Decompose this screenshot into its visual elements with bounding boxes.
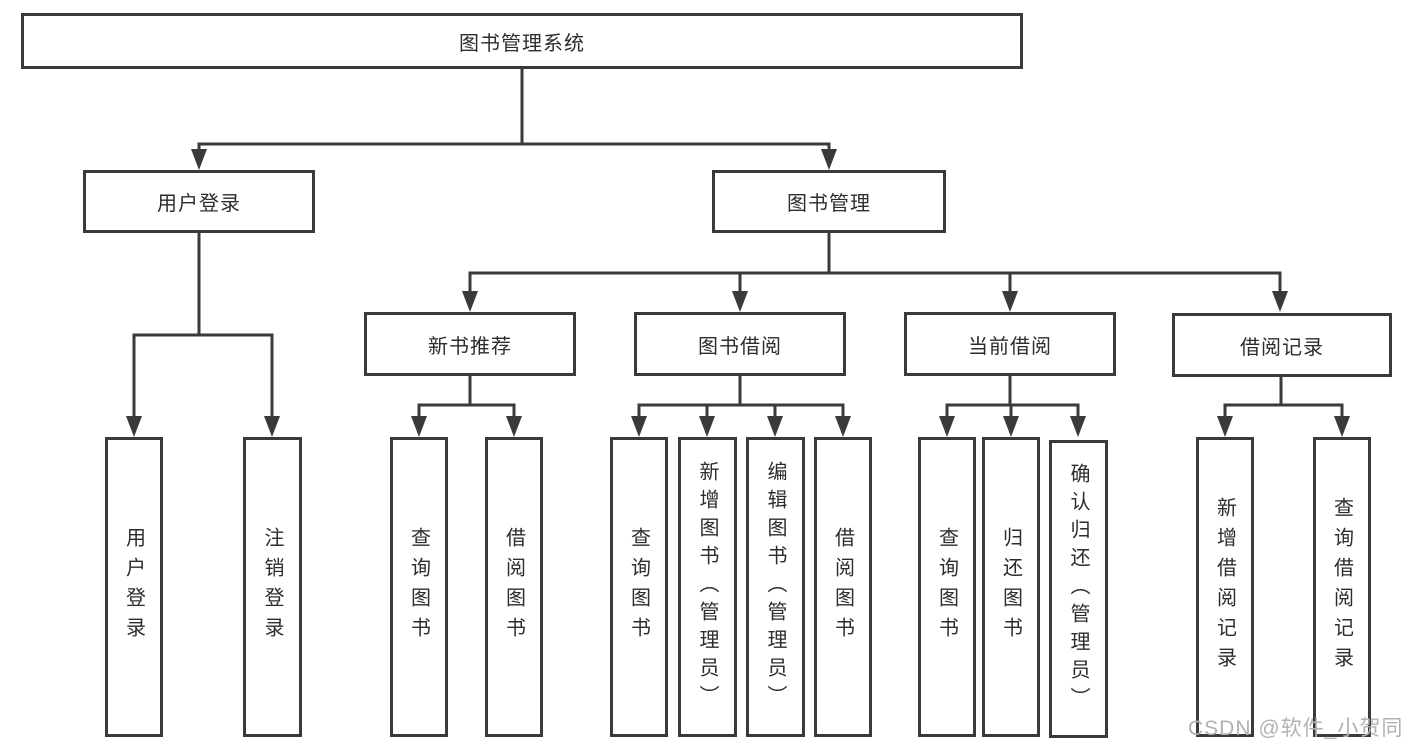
node-book-management-label: 图书管理 — [787, 193, 871, 215]
node-book-borrowing: 图书借阅 — [634, 312, 846, 376]
leaf-confirm-return-admin-label: 确认归还（管理员） — [1067, 463, 1089, 715]
leaf-borrow-books-2: 借阅图书 — [814, 437, 872, 737]
node-borrowing-records: 借阅记录 — [1172, 313, 1392, 377]
leaf-logout: 注销登录 — [243, 437, 302, 737]
leaf-borrow-books-1: 借阅图书 — [485, 437, 543, 737]
leaf-return-books: 归还图书 — [982, 437, 1040, 737]
leaf-query-books-1-label: 查询图书 — [407, 527, 430, 647]
node-user-login-label: 用户登录 — [157, 193, 241, 215]
node-root: 图书管理系统 — [21, 13, 1023, 69]
leaf-add-borrow-record: 新增借阅记录 — [1196, 437, 1254, 737]
connector-user-login — [132, 233, 274, 420]
leaf-query-borrow-record: 查询借阅记录 — [1313, 437, 1371, 737]
connector-root — [197, 69, 831, 152]
connector-borrow-records — [1223, 376, 1344, 420]
leaf-query-books-3-label: 查询图书 — [935, 527, 958, 647]
node-book-management: 图书管理 — [712, 170, 946, 233]
connector-book-mgmt — [468, 233, 1282, 294]
leaf-query-books-1: 查询图书 — [390, 437, 448, 737]
leaf-borrow-books-1-label: 借阅图书 — [502, 527, 525, 647]
connector-current-borrow — [945, 376, 1080, 420]
node-root-label: 图书管理系统 — [459, 32, 585, 55]
leaf-user-login-label: 用户登录 — [122, 527, 145, 647]
node-new-book-recommend: 新书推荐 — [364, 312, 576, 376]
leaf-logout-label: 注销登录 — [261, 527, 283, 647]
node-new-book-recommend-label: 新书推荐 — [428, 335, 512, 358]
node-borrowing-records-label: 借阅记录 — [1240, 336, 1324, 359]
leaf-return-books-label: 归还图书 — [999, 527, 1022, 647]
leaf-edit-books-admin-label: 编辑图书（管理员） — [764, 461, 786, 713]
node-current-borrowing: 当前借阅 — [904, 312, 1116, 376]
leaf-query-books-2: 查询图书 — [610, 437, 668, 737]
leaf-add-books-admin: 新增图书（管理员） — [678, 437, 737, 737]
connector-book-borrow — [637, 376, 845, 420]
connector-new-books — [417, 376, 516, 420]
leaf-borrow-books-2-label: 借阅图书 — [831, 527, 854, 647]
leaf-user-login: 用户登录 — [105, 437, 163, 737]
leaf-add-borrow-record-label: 新增借阅记录 — [1213, 497, 1236, 677]
leaf-query-books-2-label: 查询图书 — [627, 527, 650, 647]
node-current-borrowing-label: 当前借阅 — [968, 335, 1052, 358]
csdn-watermark: CSDN @软件_小贺同学 — [1188, 717, 1405, 740]
leaf-confirm-return-admin: 确认归还（管理员） — [1049, 440, 1108, 738]
node-book-borrowing-label: 图书借阅 — [698, 335, 782, 358]
leaf-add-books-admin-label: 新增图书（管理员） — [696, 461, 718, 713]
leaf-query-borrow-record-label: 查询借阅记录 — [1330, 497, 1353, 677]
node-user-login: 用户登录 — [83, 170, 315, 233]
leaf-query-books-3: 查询图书 — [918, 437, 976, 737]
leaf-edit-books-admin: 编辑图书（管理员） — [746, 437, 805, 737]
